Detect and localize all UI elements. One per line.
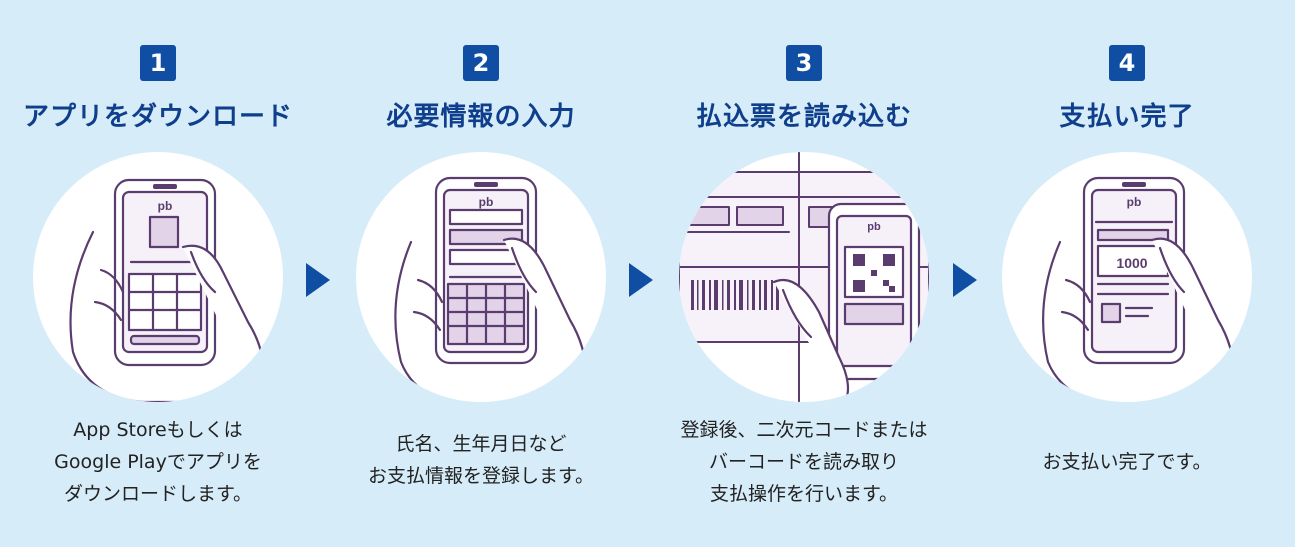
description-line: 支払操作を行います。 — [709, 483, 899, 505]
step-number-badge: 1 — [140, 45, 176, 81]
step-illustration: pb — [33, 152, 283, 402]
barcode-icon — [691, 280, 779, 310]
step-description: お支払い完了です。 — [987, 446, 1267, 478]
step-description: 登録後、二次元コードまたは バーコードを読み取り 支払操作を行います。 — [664, 414, 944, 510]
step-number-badge: 3 — [786, 45, 822, 81]
app-logo-text: pb — [1127, 195, 1142, 209]
step-number-badge: 2 — [463, 45, 499, 81]
step-description: App Storeもしくは Google Playでアプリを ダウンロードします… — [18, 414, 298, 510]
phone-in-hand-icon: pb 1000 — [1042, 176, 1236, 402]
description-line: お支払情報を登録します。 — [367, 465, 595, 487]
step-description: 氏名、生年月日など お支払情報を登録します。 — [341, 428, 621, 492]
app-logo-text: pb — [158, 199, 173, 213]
description-line: 氏名、生年月日など — [395, 433, 567, 455]
description-line: 登録後、二次元コードまたは — [680, 419, 928, 441]
step-title: アプリをダウンロード — [22, 102, 293, 132]
description-line: Google Playでアプリを — [54, 451, 262, 473]
phone-in-hand-icon: pb — [69, 178, 265, 402]
step-number-badge: 4 — [1109, 45, 1145, 81]
payment-amount: 1000 — [1116, 255, 1147, 271]
phone-in-hand-icon: pb — [394, 176, 588, 402]
description-line: バーコードを読み取り — [708, 451, 899, 473]
phone-in-hand-icon: pb — [679, 152, 929, 402]
step-1: 1 アプリをダウンロード — [18, 0, 298, 547]
description-line: App Storeもしくは — [73, 419, 243, 441]
step-title: 必要情報の入力 — [386, 102, 576, 132]
step-illustration: pb — [679, 152, 929, 402]
step-title: 支払い完了 — [1059, 102, 1195, 132]
app-logo-text: pb — [867, 221, 881, 233]
step-3: 3 払込票を読み込む — [664, 0, 944, 547]
app-logo-text: pb — [479, 195, 494, 209]
description-line: お支払い完了です。 — [1042, 451, 1212, 473]
step-illustration: pb — [356, 152, 606, 402]
step-4: 4 支払い完了 pb 1000 — [987, 0, 1267, 547]
arrow-right-icon — [306, 263, 330, 297]
step-title: 払込票を読み込む — [695, 102, 912, 132]
step-illustration: pb 1000 — [1002, 152, 1252, 402]
arrow-right-icon — [953, 263, 977, 297]
step-2: 2 必要情報の入力 — [341, 0, 621, 547]
description-line: ダウンロードします。 — [63, 483, 253, 505]
arrow-right-icon — [629, 263, 653, 297]
qr-code-icon — [853, 254, 895, 292]
